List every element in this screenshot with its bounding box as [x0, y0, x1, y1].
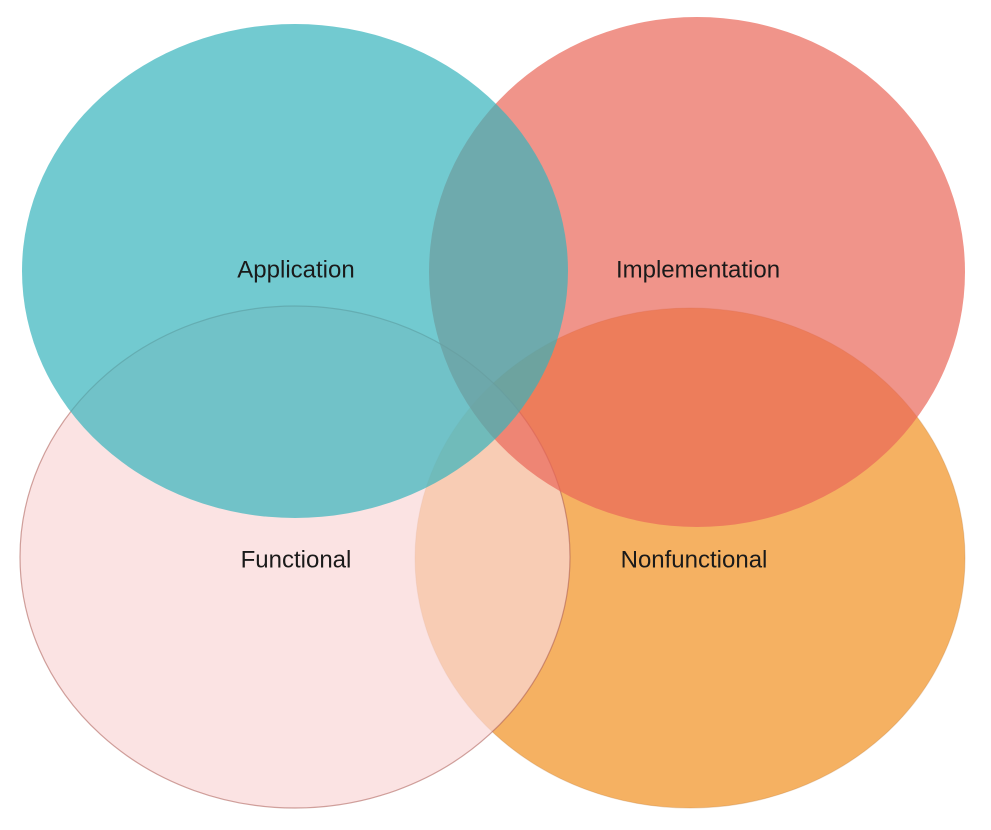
- application-circle: [22, 24, 568, 518]
- nonfunctional-label: Nonfunctional: [621, 546, 768, 573]
- implementation-label: Implementation: [616, 256, 780, 283]
- application-label: Application: [237, 256, 354, 283]
- implementation-circle: [429, 17, 965, 527]
- functional-label: Functional: [241, 546, 352, 573]
